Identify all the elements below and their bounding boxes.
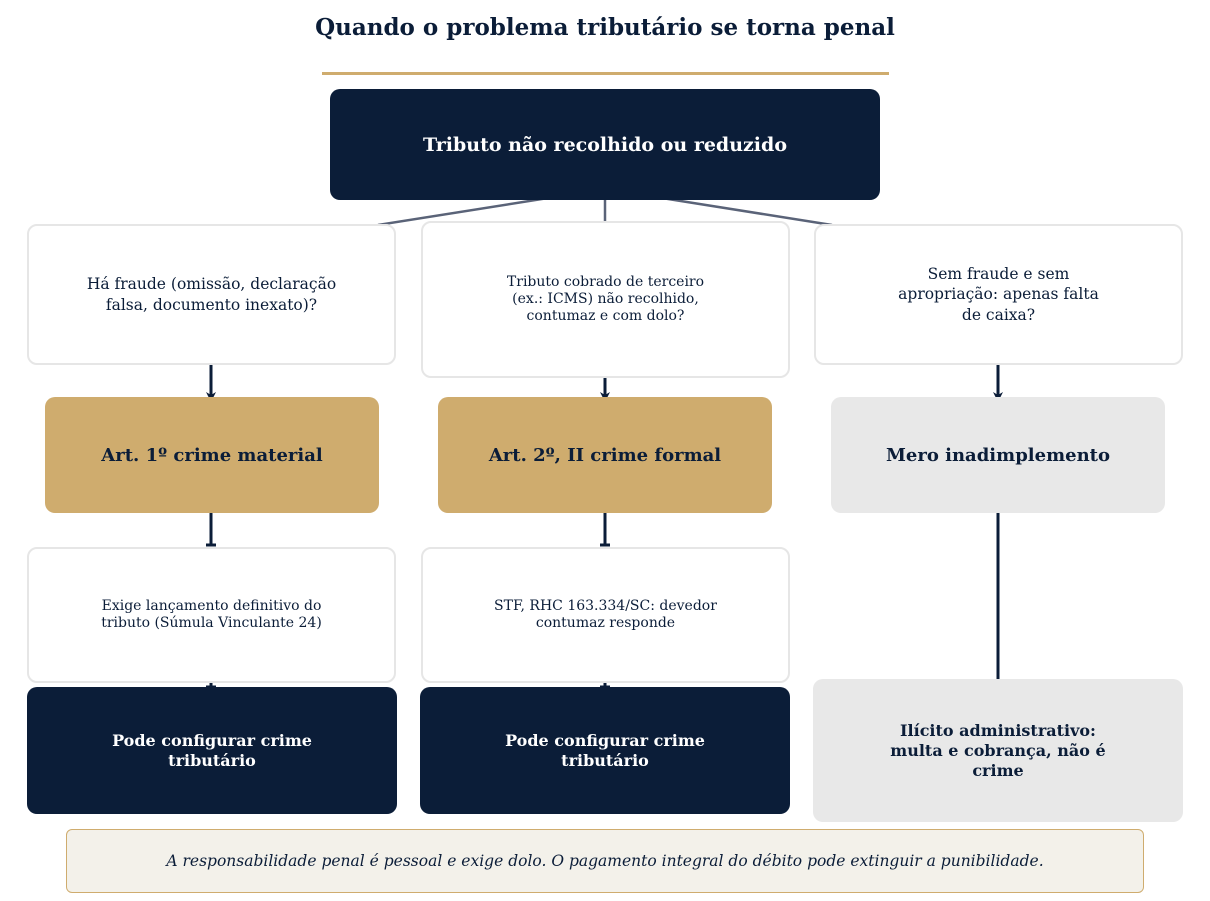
col1-question-label: Há fraude (omissão, declaração falsa, do… (86, 275, 337, 314)
title-underline (322, 72, 889, 75)
diagram-title: Quando o problema tributário se torna pe… (315, 14, 895, 41)
col1-classification-label: Art. 1º crime material (101, 444, 323, 466)
col1-detail-node: Exige lançamento definitivo do tributo (… (27, 547, 396, 683)
col2-outcome-label: Pode configurar crime tributário (505, 730, 705, 770)
col1-question-node: Há fraude (omissão, declaração falsa, do… (27, 224, 396, 365)
root-node: Tributo não recolhido ou reduzido (330, 89, 880, 200)
col2-detail-node: STF, RHC 163.334/SC: devedor contumaz re… (421, 547, 790, 683)
col2-question-node: Tributo cobrado de terceiro (ex.: ICMS) … (421, 221, 790, 378)
col2-outcome-node: Pode configurar crime tributário (420, 687, 790, 814)
col2-question-label: Tributo cobrado de terceiro (ex.: ICMS) … (506, 274, 705, 324)
col3-outcome-label: Ilícito administrativo: multa e cobrança… (890, 720, 1106, 780)
col2-classification-label: Art. 2º, II crime formal (488, 444, 722, 466)
col3-classification-label: Mero inadimplemento (886, 444, 1110, 466)
col1-classification-node: Art. 1º crime material (45, 397, 379, 513)
col2-detail-label: STF, RHC 163.334/SC: devedor contumaz re… (494, 598, 717, 631)
footer-note-text: A responsabilidade penal é pessoal e exi… (166, 852, 1044, 870)
col1-outcome-node: Pode configurar crime tributário (27, 687, 397, 814)
footer-note: A responsabilidade penal é pessoal e exi… (66, 829, 1144, 893)
col1-outcome-label: Pode configurar crime tributário (112, 730, 312, 770)
col3-question-label: Sem fraude e sem apropriação: apenas fal… (898, 265, 1099, 324)
col2-classification-node: Art. 2º, II crime formal (438, 397, 772, 513)
col1-detail-label: Exige lançamento definitivo do tributo (… (101, 598, 322, 631)
col3-outcome-node: Ilícito administrativo: multa e cobrança… (813, 679, 1183, 822)
root-node-label: Tributo não recolhido ou reduzido (423, 133, 787, 156)
col3-classification-node: Mero inadimplemento (831, 397, 1165, 513)
col3-question-node: Sem fraude e sem apropriação: apenas fal… (814, 224, 1183, 365)
